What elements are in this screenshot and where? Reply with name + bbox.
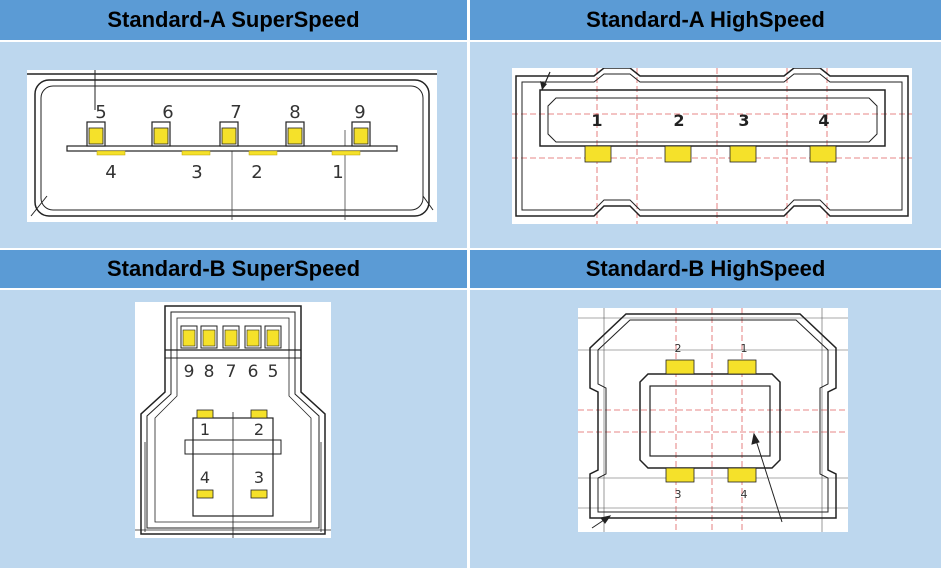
pin-label-1: 1: [332, 162, 343, 183]
pin-label-1: 1: [741, 342, 748, 355]
pin-label-3: 3: [675, 488, 682, 501]
contacts: [584, 145, 837, 163]
diagram-standard-a-highspeed: 1 2 3 4: [512, 68, 912, 224]
pin-label-9: 9: [184, 362, 195, 382]
pin-6: [151, 121, 171, 147]
tongue: [66, 145, 398, 152]
receptacle-outline: [135, 305, 331, 538]
pin-label-6: 6: [248, 362, 259, 382]
highspeed-contacts: [196, 409, 268, 499]
pin-label-3: 3: [191, 162, 202, 183]
diagram-standard-b-highspeed: 2 1 3 4: [578, 308, 848, 532]
pin-label-6: 6: [162, 102, 173, 123]
pin-7: [219, 121, 239, 147]
header-standard-a-highspeed: Standard-A HighSpeed: [470, 0, 941, 40]
pin-label-2: 2: [673, 111, 684, 130]
header-standard-a-superspeed: Standard-A SuperSpeed: [0, 0, 467, 40]
title-standard-b-highspeed: Standard-B HighSpeed: [585, 256, 826, 281]
title-standard-b-superspeed: Standard-B SuperSpeed: [106, 256, 361, 281]
pin-label-8: 8: [289, 102, 300, 123]
superspeed-pins: [180, 325, 282, 349]
pin-label-1: 1: [200, 420, 210, 439]
pin-5: [264, 325, 282, 349]
pin-label-3: 3: [254, 468, 264, 487]
receptacle-outline: [589, 313, 837, 519]
superspeed-pins: [86, 121, 371, 147]
pin-label-8: 8: [204, 362, 215, 382]
pin-label-2: 2: [251, 162, 262, 183]
pin-label-5: 5: [95, 102, 106, 123]
header-standard-b-superspeed: Standard-B SuperSpeed: [0, 250, 467, 288]
pin-9: [180, 325, 198, 349]
pin-label-1: 1: [591, 111, 602, 130]
pin-label-9: 9: [354, 102, 365, 123]
pin-8: [200, 325, 218, 349]
arrow-indicator: [591, 432, 783, 529]
diagram-standard-b-superspeed: 9 8 7 6 5 1 2 4 3: [135, 302, 331, 538]
construction-lines: [578, 308, 848, 532]
pin-9: [351, 121, 371, 147]
diagram-standard-a-superspeed: 5 6 7 8 9 4 3 2 1: [27, 70, 437, 222]
pin-label-2: 2: [254, 420, 264, 439]
pin-label-2: 2: [675, 342, 682, 355]
pin-label-4: 4: [818, 111, 829, 130]
pin-label-4: 4: [105, 162, 116, 183]
pin-5: [86, 121, 106, 147]
header-standard-b-highspeed: Standard-B HighSpeed: [470, 250, 941, 288]
pin-label-7: 7: [230, 102, 241, 123]
pin-label-3: 3: [738, 111, 749, 130]
arrow-indicator: [540, 71, 551, 91]
pin-7: [222, 325, 240, 349]
pin-label-5: 5: [268, 362, 279, 382]
pin-label-4: 4: [741, 488, 748, 501]
highspeed-contacts: [96, 150, 361, 156]
title-standard-a-superspeed: Standard-A SuperSpeed: [107, 7, 360, 32]
title-standard-a-highspeed: Standard-A HighSpeed: [586, 7, 825, 32]
guide-lines: [578, 308, 848, 532]
pin-label-7: 7: [226, 362, 237, 382]
pin-6: [244, 325, 262, 349]
receptacle-outline: [27, 70, 437, 220]
contacts: [665, 359, 757, 483]
pin-8: [285, 121, 305, 147]
receptacle-outline: [515, 68, 909, 217]
pin-label-4: 4: [200, 468, 210, 487]
